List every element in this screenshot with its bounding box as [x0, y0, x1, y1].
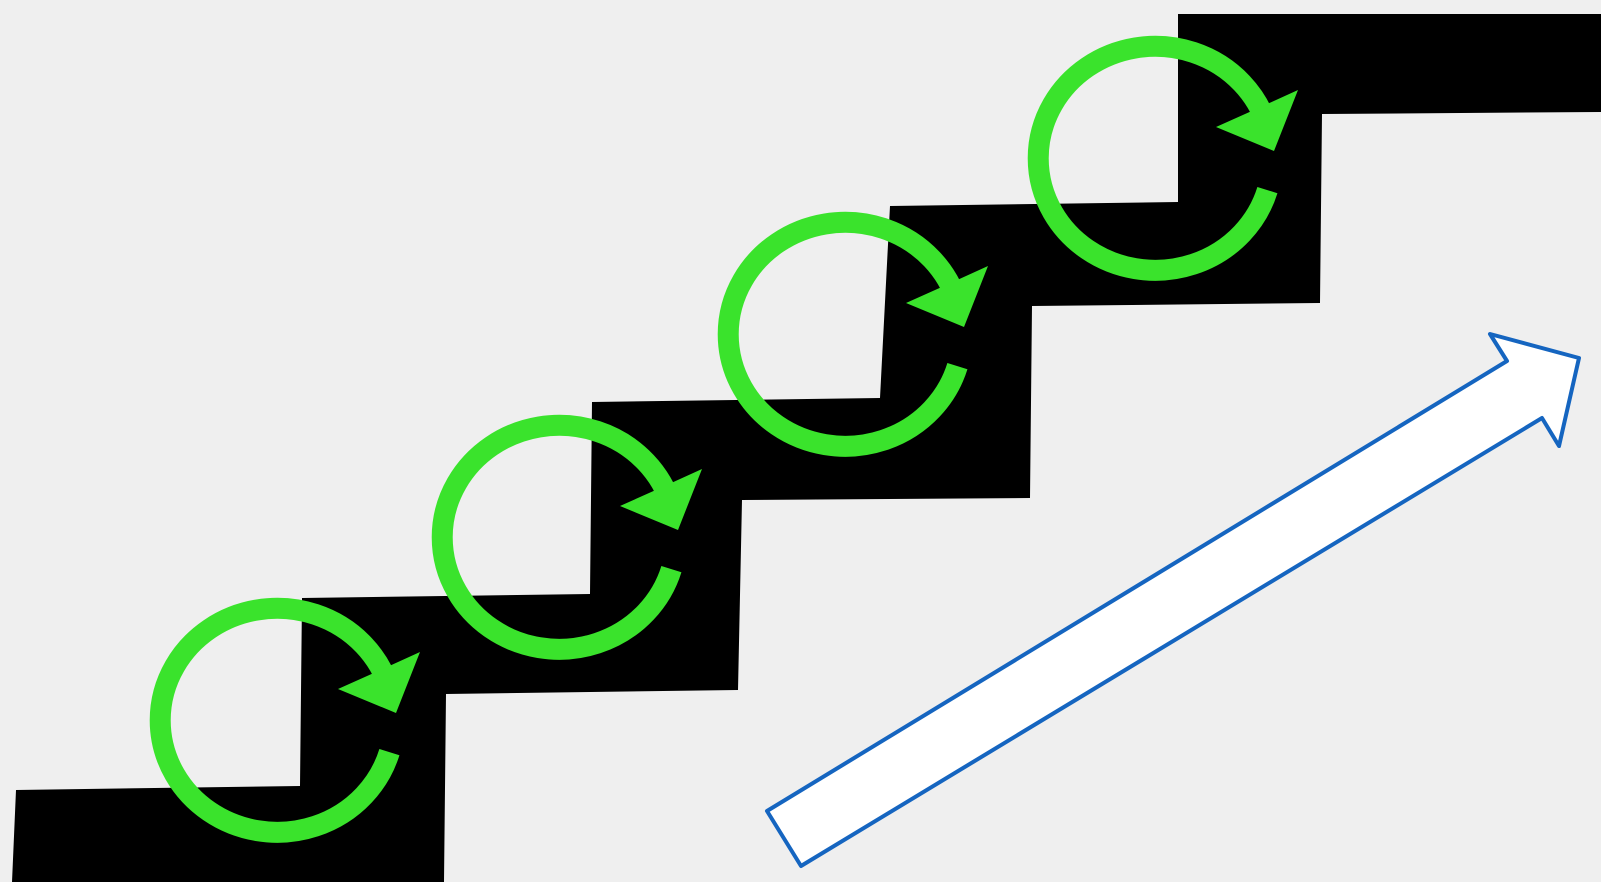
- staircase-cycle-diagram: [0, 0, 1601, 882]
